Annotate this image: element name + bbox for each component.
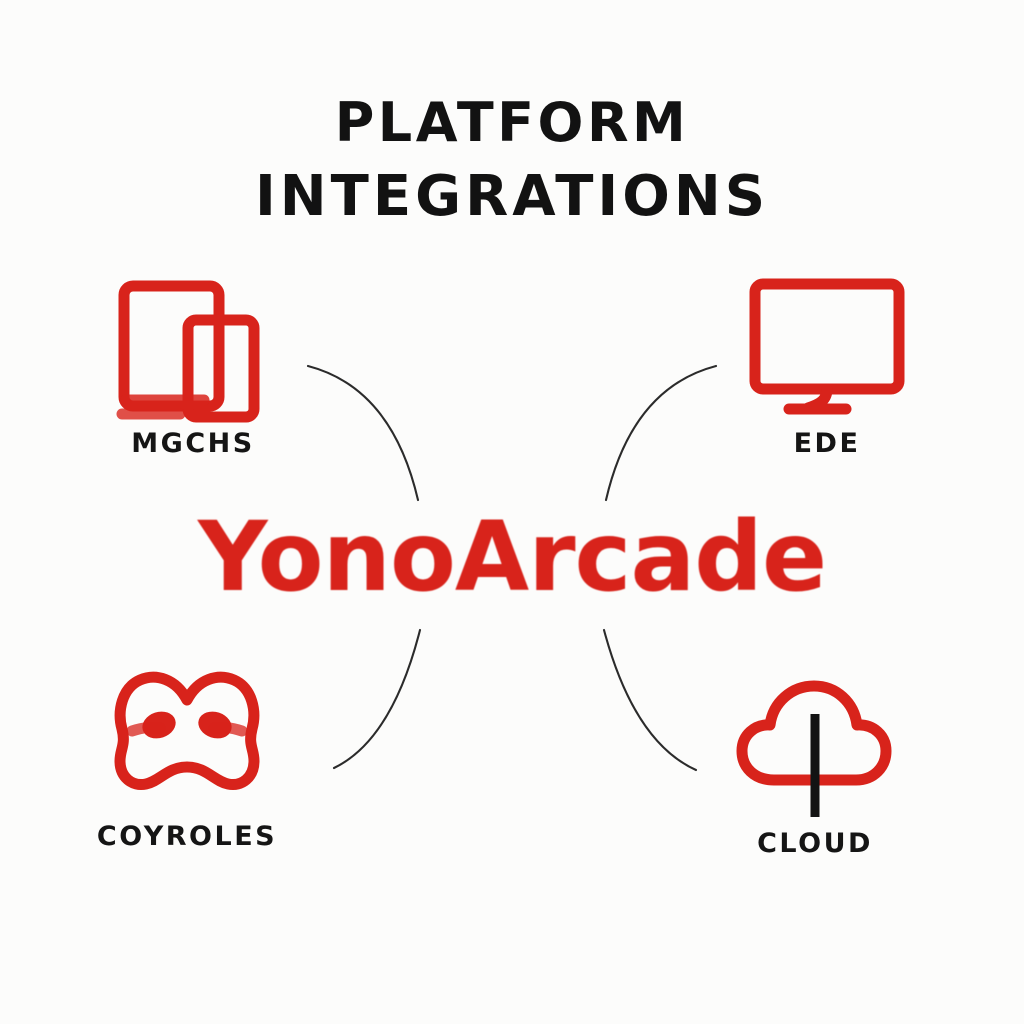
phone-shape <box>182 314 260 423</box>
node-devices[interactable]: MGCHS <box>78 272 308 459</box>
controller-body-shape <box>114 671 260 791</box>
tablet-shape <box>118 280 225 412</box>
connector-cloud-to-brand <box>602 628 698 772</box>
game-controller-icon <box>102 665 272 815</box>
controller-left-smudge <box>126 721 166 737</box>
node-desktop[interactable]: EDE <box>712 272 942 459</box>
devices-tablet-phone-icon <box>108 272 278 423</box>
monitor-screen-shape <box>749 278 905 395</box>
connector-desktop-to-brand <box>604 364 718 502</box>
node-devices-label: MGCHS <box>131 428 255 459</box>
cloud-upload-icon <box>730 672 900 822</box>
desktop-monitor-icon <box>742 272 912 422</box>
cloud-shape <box>736 680 892 786</box>
node-desktop-label: EDE <box>793 428 861 459</box>
node-cloud-label: CLOUD <box>757 828 873 859</box>
node-cloud[interactable]: CLOUD <box>700 672 930 859</box>
controller-right-smudge <box>208 721 248 737</box>
brand-name: YonoArcade <box>197 501 827 613</box>
node-controller[interactable]: COYROLES <box>72 665 302 852</box>
connector-devices-to-brand <box>306 364 420 502</box>
node-controller-label: COYROLES <box>96 821 278 852</box>
connector-controller-to-brand <box>332 628 422 770</box>
